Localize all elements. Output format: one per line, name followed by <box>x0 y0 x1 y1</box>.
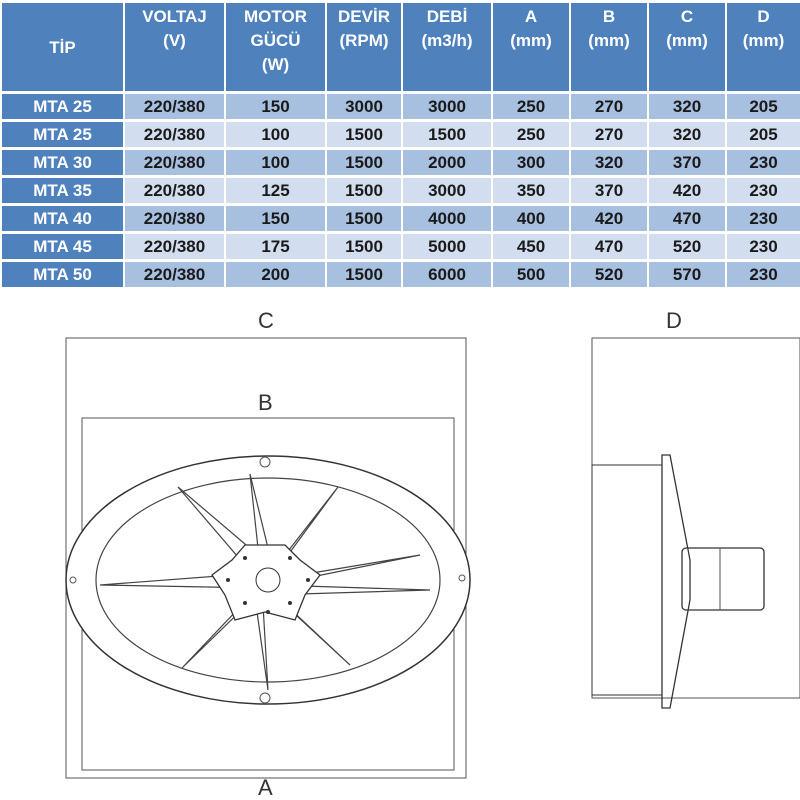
row-value-cell: 5000 <box>403 234 491 259</box>
hub-center <box>255 567 281 593</box>
row-value-cell: 150 <box>226 94 325 119</box>
row-value-cell: 520 <box>571 262 647 287</box>
row-value-cell: 3000 <box>327 94 401 119</box>
row-value-cell: 150 <box>226 206 325 231</box>
dimension-label-d: D <box>666 308 682 333</box>
row-value-cell: 270 <box>571 94 647 119</box>
row-tip-cell: MTA 30 <box>2 150 123 175</box>
header-motor-gucu: MOTOR GÜCÜ (W) <box>226 3 325 91</box>
row-value-cell: 320 <box>649 94 725 119</box>
row-value-cell: 320 <box>571 150 647 175</box>
row-value-cell: 1500 <box>327 122 401 147</box>
row-value-cell: 125 <box>226 178 325 203</box>
header-d: D (mm) <box>727 3 800 91</box>
row-value-cell: 570 <box>649 262 725 287</box>
side-flange <box>661 454 691 709</box>
row-value-cell: 370 <box>571 178 647 203</box>
dimension-label-a: A <box>258 775 273 800</box>
side-motor <box>681 547 765 611</box>
row-value-cell: 250 <box>493 94 569 119</box>
row-value-cell: 220/380 <box>125 262 224 287</box>
row-value-cell: 270 <box>571 122 647 147</box>
row-tip-cell: MTA 50 <box>2 262 123 287</box>
row-value-cell: 400 <box>493 206 569 231</box>
row-value-cell: 230 <box>727 234 800 259</box>
hub-bolts <box>226 556 310 614</box>
row-value-cell: 230 <box>727 262 800 287</box>
row-value-cell: 1500 <box>327 234 401 259</box>
row-value-cell: 3000 <box>403 178 491 203</box>
row-value-cell: 230 <box>727 206 800 231</box>
side-frame-d <box>591 337 800 699</box>
spec-table: TİP VOLTAJ (V) MOTOR GÜCÜ (W) DEVİR (RPM… <box>0 0 800 290</box>
row-value-cell: 320 <box>649 122 725 147</box>
row-tip-cell: MTA 25 <box>2 122 123 147</box>
mount-hole-top <box>259 456 271 468</box>
header-devir: DEVİR (RPM) <box>327 3 401 91</box>
header-tip: TİP <box>2 3 123 91</box>
row-value-cell: 470 <box>649 206 725 231</box>
header-voltaj: VOLTAJ (V) <box>125 3 224 91</box>
row-value-cell: 175 <box>226 234 325 259</box>
header-debi: DEBİ (m3/h) <box>403 3 491 91</box>
header-a: A (mm) <box>493 3 569 91</box>
row-value-cell: 100 <box>226 150 325 175</box>
row-value-cell: 100 <box>226 122 325 147</box>
row-value-cell: 420 <box>649 178 725 203</box>
row-value-cell: 230 <box>727 178 800 203</box>
row-value-cell: 1500 <box>327 206 401 231</box>
row-value-cell: 220/380 <box>125 150 224 175</box>
row-value-cell: 220/380 <box>125 122 224 147</box>
row-tip-cell: MTA 35 <box>2 178 123 203</box>
row-tip-cell: MTA 45 <box>2 234 123 259</box>
row-value-cell: 200 <box>226 262 325 287</box>
row-value-cell: 1500 <box>403 122 491 147</box>
row-value-cell: 220/380 <box>125 94 224 119</box>
row-tip-cell: MTA 40 <box>2 206 123 231</box>
row-value-cell: 520 <box>649 234 725 259</box>
row-value-cell: 420 <box>571 206 647 231</box>
row-value-cell: 205 <box>727 94 800 119</box>
dimension-label-b: B <box>258 390 273 415</box>
row-value-cell: 6000 <box>403 262 491 287</box>
row-value-cell: 470 <box>571 234 647 259</box>
side-housing <box>591 464 663 696</box>
mount-hole-bottom <box>259 692 271 704</box>
row-value-cell: 3000 <box>403 94 491 119</box>
row-value-cell: 4000 <box>403 206 491 231</box>
mount-hole-left <box>69 576 77 584</box>
row-value-cell: 350 <box>493 178 569 203</box>
row-value-cell: 370 <box>649 150 725 175</box>
header-b: B (mm) <box>571 3 647 91</box>
mount-hole-right <box>458 574 466 582</box>
dimension-label-c: C <box>258 308 274 333</box>
row-value-cell: 1500 <box>327 150 401 175</box>
row-value-cell: 300 <box>493 150 569 175</box>
row-value-cell: 230 <box>727 150 800 175</box>
fan-spokes <box>99 473 431 691</box>
row-value-cell: 250 <box>493 122 569 147</box>
row-value-cell: 220/380 <box>125 206 224 231</box>
row-tip-cell: MTA 25 <box>2 94 123 119</box>
row-value-cell: 1500 <box>327 178 401 203</box>
row-value-cell: 450 <box>493 234 569 259</box>
fan-hub <box>211 544 321 621</box>
row-value-cell: 1500 <box>327 262 401 287</box>
row-value-cell: 2000 <box>403 150 491 175</box>
table-header-row: TİP VOLTAJ (V) MOTOR GÜCÜ (W) DEVİR (RPM… <box>2 3 800 91</box>
row-value-cell: 220/380 <box>125 178 224 203</box>
row-value-cell: 500 <box>493 262 569 287</box>
row-value-cell: 205 <box>727 122 800 147</box>
row-value-cell: 220/380 <box>125 234 224 259</box>
header-c: C (mm) <box>649 3 725 91</box>
